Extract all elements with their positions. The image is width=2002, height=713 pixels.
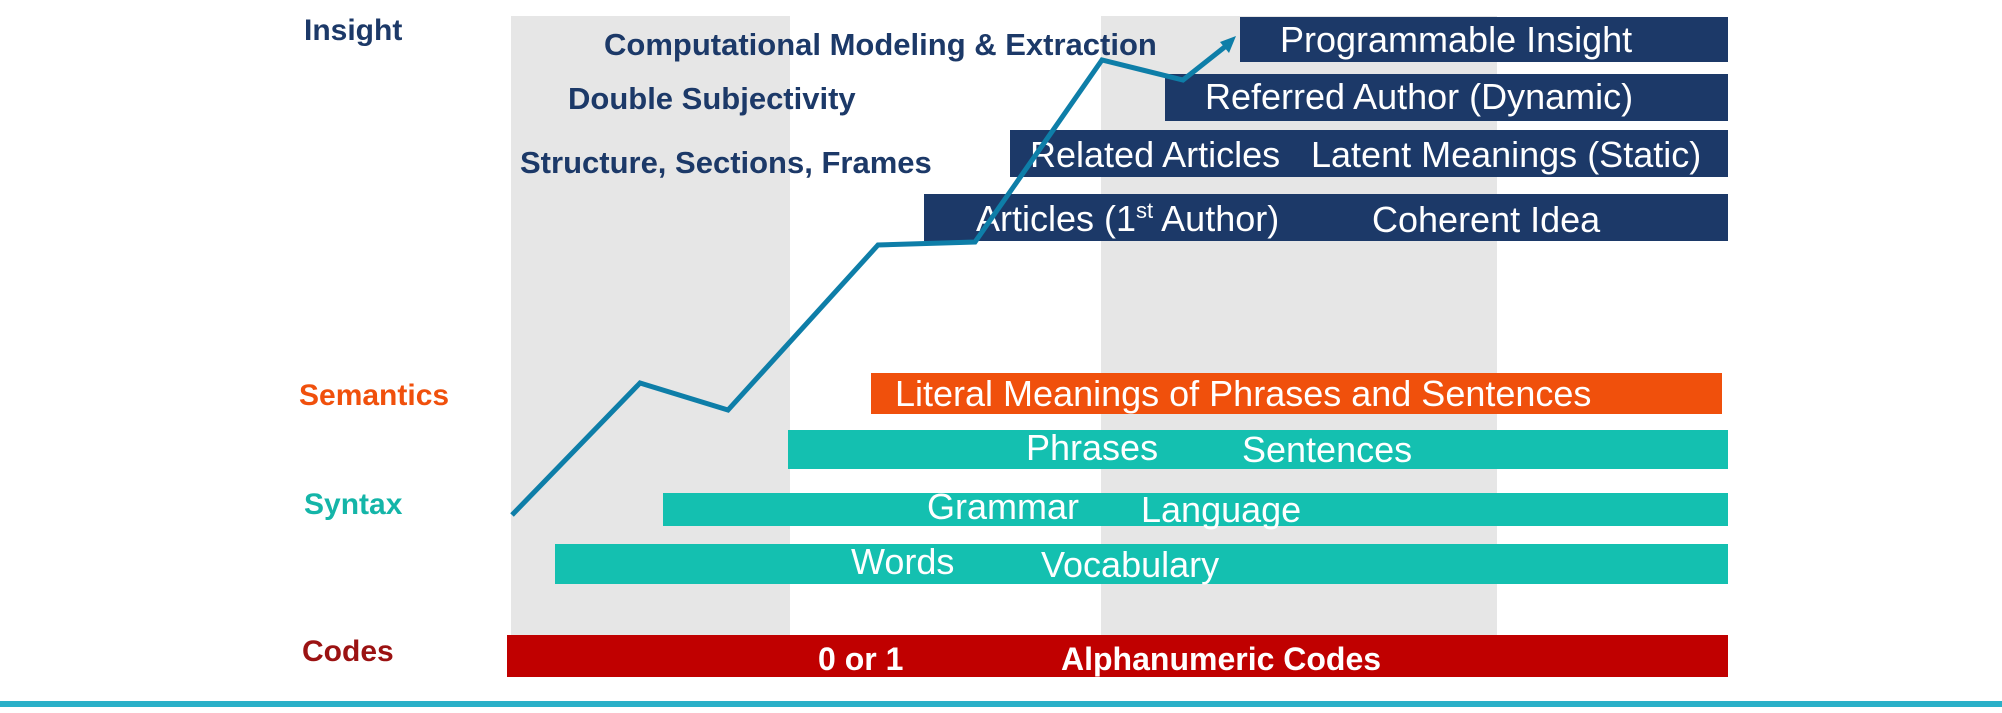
bar-text-vocabulary: Vocabulary <box>1041 544 1220 585</box>
bar-related-latent: Related Articles Latent Meanings (Static… <box>1010 130 1728 177</box>
bar-text-grammar: Grammar <box>927 486 1079 527</box>
label-double-subjectivity: Double Subjectivity <box>568 81 856 116</box>
bar-text-programmable-insight: Programmable Insight <box>1280 19 1633 60</box>
progress-path-arrowhead <box>1220 36 1236 53</box>
bar-text-coherent-idea: Coherent Idea <box>1372 199 1601 240</box>
bar-text-articles-first-author: Articles (1st Author) <box>976 200 1279 237</box>
bar-text-latent-meanings: Latent Meanings (Static) <box>1311 134 1702 175</box>
level-label-semantics: Semantics <box>299 379 450 412</box>
articles-text-sup: st <box>1136 198 1154 223</box>
bar-text-sentences: Sentences <box>1242 429 1413 470</box>
articles-text-post: Author) <box>1153 198 1280 239</box>
bar-text-referred-author: Referred Author (Dynamic) <box>1205 76 1634 117</box>
bar-text-phrases: Phrases <box>1026 427 1159 468</box>
shade-column-left <box>511 16 790 636</box>
bar-referred-author: Referred Author (Dynamic) <box>1165 74 1728 121</box>
bottom-accent-line <box>0 701 2002 707</box>
bar-text-language: Language <box>1141 489 1302 530</box>
bar-grammar-language: Grammar Language <box>663 489 1728 530</box>
bar-text-words: Words <box>851 541 955 582</box>
bar-text-alphanumeric-codes: Alphanumeric Codes <box>1061 641 1382 677</box>
level-label-codes: Codes <box>302 635 394 668</box>
bar-phrases-sentences: Phrases Sentences <box>788 430 1728 469</box>
bar-programmable-insight: Programmable Insight <box>1240 17 1728 62</box>
level-label-insight: Insight <box>304 14 403 47</box>
bar-codes: 0 or 1 Alphanumeric Codes <box>507 635 1728 677</box>
bar-text-literal-meanings: Literal Meanings of Phrases and Sentence… <box>895 373 1592 414</box>
label-computational-modeling: Computational Modeling & Extraction <box>604 27 1157 62</box>
bar-text-related-articles: Related Articles <box>1030 134 1281 175</box>
bar-literal-meanings: Literal Meanings of Phrases and Sentence… <box>871 373 1722 414</box>
bar-text-binary: 0 or 1 <box>818 641 904 677</box>
bar-articles-coherent: Articles (1st Author) Coherent Idea <box>924 194 1728 241</box>
label-structure-sections-frames: Structure, Sections, Frames <box>520 145 932 180</box>
progress-path-line <box>510 40 1233 517</box>
bar-words-vocabulary: Words Vocabulary <box>555 544 1728 584</box>
level-label-syntax: Syntax <box>304 488 403 521</box>
